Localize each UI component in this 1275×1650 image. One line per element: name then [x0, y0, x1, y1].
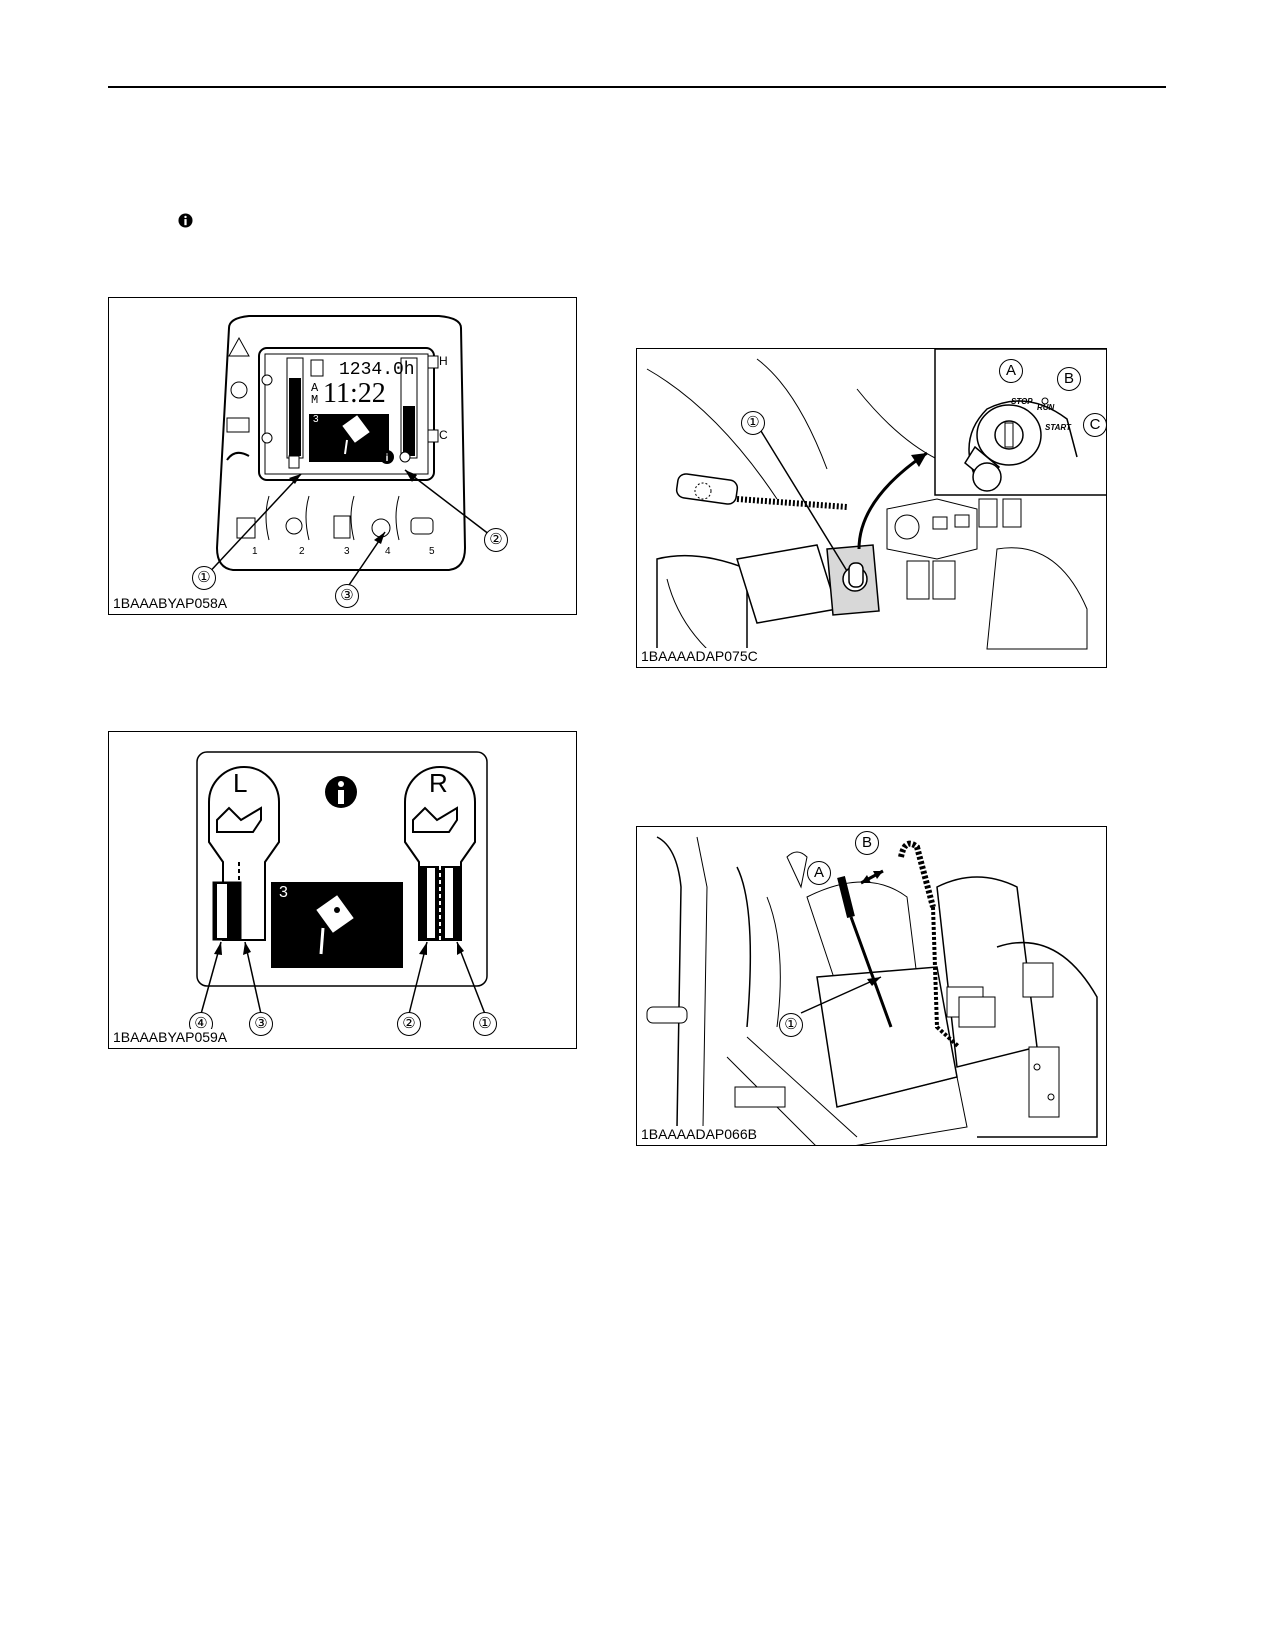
position-b-callout: B [855, 831, 879, 855]
callout-1: ① [741, 411, 765, 435]
button-number-4: 4 [385, 546, 391, 557]
button-number-5: 5 [429, 546, 435, 557]
mode-number: 3 [313, 414, 319, 425]
callout-1: ① [779, 1013, 803, 1037]
button-number-3: 3 [344, 546, 350, 557]
callout-3: ③ [335, 584, 359, 608]
right-indicator-label: R [429, 768, 448, 798]
figure-code: 1BAAABYAP059A [113, 1029, 230, 1045]
display-lr-drawing [196, 751, 488, 1015]
header-rule [108, 86, 1166, 88]
key-start-label: START [1045, 423, 1071, 432]
callout-2: ② [397, 1012, 421, 1036]
position-a-callout: A [807, 861, 831, 885]
mode-number: 3 [279, 884, 288, 901]
position-c-callout: C [1083, 413, 1106, 437]
hours-readout: 1234.0h [339, 360, 415, 380]
figure-meter-panel: i 1234.0h A M 11:22 3 H C 1 2 3 4 5 ① ② [108, 297, 577, 615]
callout-1: ① [473, 1012, 497, 1036]
button-number-1: 1 [252, 546, 258, 557]
gauge-cold-label: C [439, 428, 448, 442]
figure-lock-lever: A B ① 1BAAAADAP066B [636, 826, 1107, 1146]
starter-switch-drawing [646, 349, 1106, 650]
figure-code: 1BAAABYAP058A [113, 595, 230, 611]
meter-panel-drawing: i [203, 315, 495, 589]
gauge-hot-label: H [439, 354, 448, 368]
callout-3: ③ [249, 1012, 273, 1036]
position-a-callout: A [999, 359, 1023, 383]
key-stop-label: STOP [1011, 397, 1033, 406]
left-indicator-label: L [233, 768, 248, 798]
figure-code: 1BAAAADAP066B [641, 1126, 759, 1142]
figure-starter-switch: STOP RUN START A B C ① 1BAAAADAP075C [636, 348, 1107, 668]
ampm-indicator: A M [311, 381, 319, 407]
info-circle-icon [178, 213, 193, 228]
callout-1: ① [192, 566, 216, 590]
callout-2: ② [484, 528, 508, 552]
clock-readout: 11:22 [323, 378, 386, 409]
button-number-2: 2 [299, 546, 305, 557]
lock-lever-drawing [646, 836, 1098, 1145]
key-run-label: RUN [1037, 403, 1055, 412]
figure-code: 1BAAAADAP075C [641, 648, 760, 664]
svg-text:i: i [386, 453, 389, 464]
figure-display-lr: L R 3 ④ ③ ② ① 1BAAABYAP059A [108, 731, 577, 1049]
position-b-callout: B [1057, 367, 1081, 391]
